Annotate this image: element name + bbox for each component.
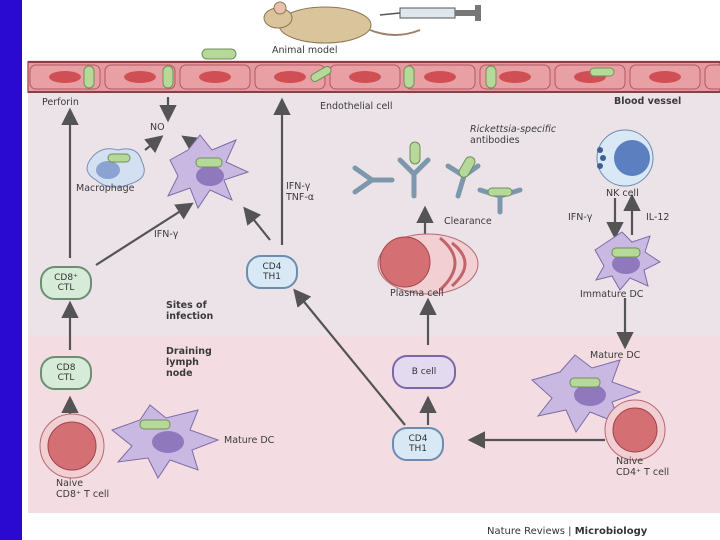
- endothelial-nucleus: [124, 71, 156, 83]
- antibody-bacteria-icons: [409, 141, 513, 197]
- endothelial-nucleus: [49, 71, 81, 83]
- blood-vessel-band: [27, 61, 720, 93]
- draining-label-line2: lymph: [166, 357, 199, 368]
- ifn-gamma-right-label: IFN-γ: [568, 212, 593, 223]
- endothelial-cell: [704, 64, 720, 90]
- antibodies-label-line2: antibodies: [470, 135, 520, 146]
- immature-dc-label: Immature DC: [580, 289, 644, 300]
- naive-cd4-t-cell: [604, 399, 666, 461]
- mature-dc-right-label: Mature DC: [590, 350, 641, 361]
- no-label: NO: [150, 122, 165, 133]
- endothelial-nucleus: [274, 71, 306, 83]
- bacterium-icon: [201, 48, 237, 60]
- perforin-label: Perforin: [42, 97, 79, 108]
- nk-cell-label: NK cell: [606, 188, 639, 199]
- mature-dc-left-label: Mature DC: [224, 435, 275, 446]
- ifn-gamma-left-label: IFN-γ: [154, 229, 179, 240]
- syringe-icon: [379, 5, 481, 21]
- pathway-arrows: [61, 97, 641, 449]
- journal-section: Microbiology: [574, 526, 648, 537]
- blood-vessel-label: Blood vessel: [614, 96, 682, 107]
- endothelial-nucleus: [649, 71, 681, 83]
- mouse-icon: [263, 1, 421, 44]
- sites-of-infection-panel: [28, 60, 720, 335]
- endothelial-cell-label: Endothelial cell: [320, 101, 393, 112]
- sites-label-line2: infection: [166, 311, 214, 322]
- naive-cd8-label-line1: Naive: [56, 478, 84, 489]
- macrophage-label: Macrophage: [76, 183, 135, 194]
- ifn-gamma-label: IFN-γ: [286, 181, 311, 192]
- infected-dendritic-cell: [166, 134, 250, 210]
- plasma-cell: [377, 233, 479, 295]
- macrophage-cell: [86, 148, 145, 188]
- sites-label-line1: Sites of: [166, 300, 207, 311]
- naive-cd8-t-cell: [39, 413, 105, 479]
- b-cell: B cell: [392, 355, 456, 389]
- il12-label: IL-12: [646, 212, 670, 223]
- endothelial-nucleus: [349, 71, 381, 83]
- endothelial-nucleus: [424, 71, 456, 83]
- naive-cd4-label-line2: CD4⁺ T cell: [616, 467, 670, 478]
- clearance-label: Clearance: [444, 216, 492, 227]
- antibodies-label-line1: Rickettsia-specific: [470, 124, 557, 135]
- naive-cd8-label-line2: CD8⁺ T cell: [56, 489, 110, 500]
- mature-dendritic-cell-left: [110, 404, 220, 479]
- left-sidebar-bar: [0, 0, 22, 540]
- draining-label-line1: Draining: [166, 346, 212, 357]
- draining-label-line3: node: [166, 368, 193, 379]
- journal-name: Nature Reviews |: [487, 526, 575, 537]
- animal-model-label: Animal model: [272, 45, 338, 56]
- endothelial-nucleus: [499, 71, 531, 83]
- naive-cd4-label-line1: Naive: [616, 456, 644, 467]
- immature-dendritic-cell: [594, 231, 661, 291]
- tnf-alpha-label: TNF-α: [286, 192, 315, 203]
- journal-credit: Nature Reviews | Microbiology: [487, 526, 647, 537]
- cd8-ctl-cell-top: CD8⁺CTL: [40, 266, 92, 300]
- endothelial-nucleus: [199, 71, 231, 83]
- antibodies-icons: [352, 157, 523, 215]
- plasma-cell-label: Plasma cell: [390, 288, 444, 299]
- nk-cell: [596, 129, 654, 187]
